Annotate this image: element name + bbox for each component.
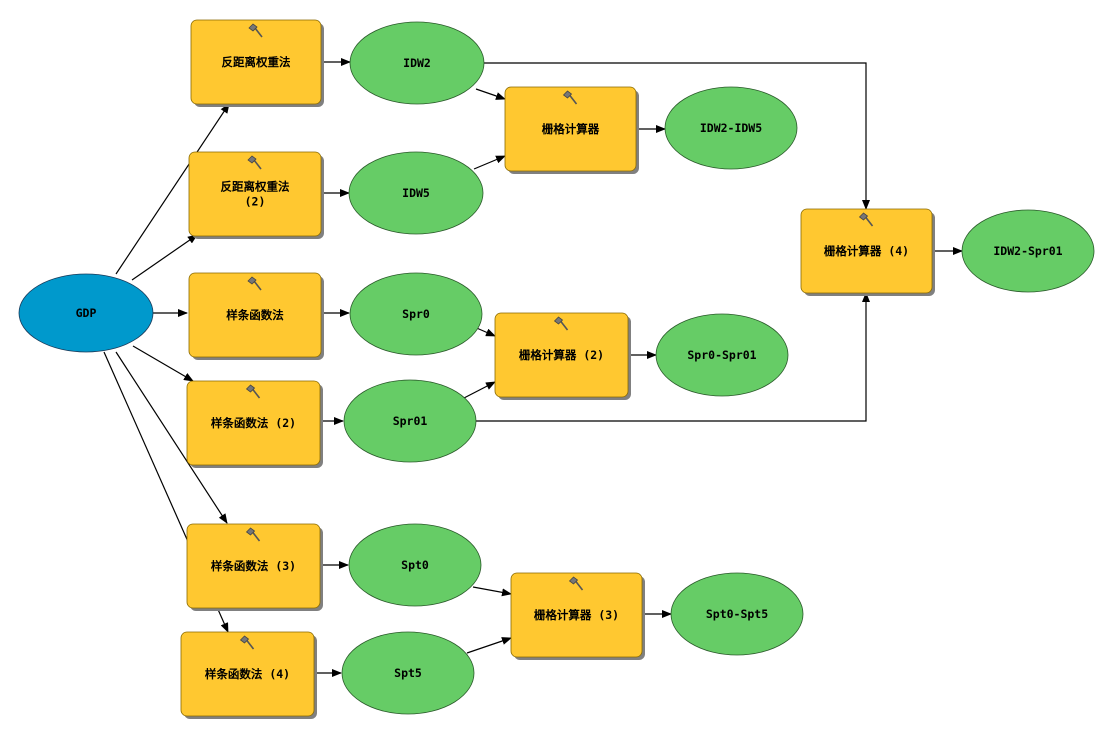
output-node-spr01[interactable]: Spr01 (343, 379, 477, 463)
connections (103, 58, 963, 677)
hammer-icon (248, 23, 263, 38)
tool-node-t3[interactable]: 样条函数法 (188, 272, 324, 360)
hammer-icon (562, 90, 578, 105)
connector-spr01-rc2 (463, 381, 496, 399)
hammer-icon (247, 155, 262, 170)
hammer-icon (247, 276, 262, 291)
tool-node-label: 样条函数法 (226, 308, 284, 322)
input-node-label: GDP (76, 306, 97, 320)
output-node-idw5[interactable]: IDW5 (348, 151, 484, 235)
connector-spr01-rc4 (476, 292, 870, 422)
tool-node-label: (2) (245, 195, 266, 209)
connector-spt5-rc3 (466, 637, 512, 654)
tool-node-t2[interactable]: 反距离权重法(2) (188, 151, 324, 239)
hammer-icon (245, 527, 261, 542)
output-node-spr0[interactable]: Spr0 (349, 272, 483, 356)
tool-node-rc1[interactable]: 栅格计算器 (504, 86, 639, 174)
hammer-icon (553, 316, 569, 331)
tool-node-t5[interactable]: 样条函数法 (3) (186, 523, 323, 611)
output-node-label: IDW2-Spr01 (993, 244, 1062, 258)
output-node-label: IDW2-IDW5 (700, 121, 762, 135)
output-node-idw2idw5[interactable]: IDW2-IDW5 (664, 86, 798, 170)
output-node-label: Spt0 (401, 558, 429, 572)
connector-gdp-t2 (131, 234, 198, 281)
tool-node-label: 栅格计算器 (2) (519, 348, 604, 362)
tool-node-label: 反距离权重法 (222, 55, 291, 69)
output-node-label: Spr0-Spr01 (687, 348, 756, 362)
input-node-gdp[interactable]: GDP (18, 273, 154, 353)
connector-idw5-rc1 (473, 155, 506, 170)
output-node-label: Spr0 (402, 307, 430, 321)
output-node-spt0[interactable]: Spt0 (348, 523, 482, 607)
connector-idw2-rc4 (484, 62, 870, 210)
connector-gdp-t1 (115, 103, 230, 275)
connector-gdp-t4 (132, 345, 194, 382)
tool-node-label: 栅格计算器 (4) (824, 244, 909, 258)
output-node-spt0spt5[interactable]: Spt0-Spt5 (670, 572, 804, 656)
tool-node-t4[interactable]: 样条函数法 (2) (186, 380, 323, 468)
hammer-icon (245, 384, 261, 399)
connector-gdp-t5 (115, 351, 228, 524)
tool-node-label: 样条函数法 (4) (205, 667, 290, 681)
connector-spt0-rc3 (472, 586, 512, 597)
output-node-label: Spr01 (393, 414, 428, 428)
hammer-icon (858, 212, 874, 227)
output-node-idw2[interactable]: IDW2 (349, 21, 485, 105)
tool-node-rc4[interactable]: 栅格计算器 (4) (800, 208, 935, 296)
output-node-label: Spt0-Spt5 (706, 607, 768, 621)
tool-node-label: 样条函数法 (3) (211, 559, 296, 573)
tool-node-t6[interactable]: 样条函数法 (4) (180, 631, 317, 719)
connector-idw2-rc1 (475, 88, 506, 100)
tool-node-rc2[interactable]: 栅格计算器 (2) (494, 312, 631, 400)
hammer-icon (568, 576, 584, 591)
tool-node-label: 反距离权重法 (221, 180, 290, 194)
output-node-label: IDW5 (402, 186, 430, 200)
output-node-label: Spt5 (394, 666, 422, 680)
tool-node-label: 栅格计算器 (3) (534, 608, 619, 622)
tool-node-t1[interactable]: 反距离权重法 (190, 19, 324, 107)
tool-node-label: 栅格计算器 (542, 122, 600, 136)
hammer-icon (239, 635, 255, 650)
output-node-idw2spr01[interactable]: IDW2-Spr01 (961, 209, 1095, 293)
output-node-label: IDW2 (403, 56, 431, 70)
tool-node-rc3[interactable]: 栅格计算器 (3) (510, 572, 645, 660)
tool-node-label: 样条函数法 (2) (211, 416, 296, 430)
output-node-spr0spr01[interactable]: Spr0-Spr01 (655, 313, 789, 397)
output-node-spt5[interactable]: Spt5 (341, 631, 475, 715)
